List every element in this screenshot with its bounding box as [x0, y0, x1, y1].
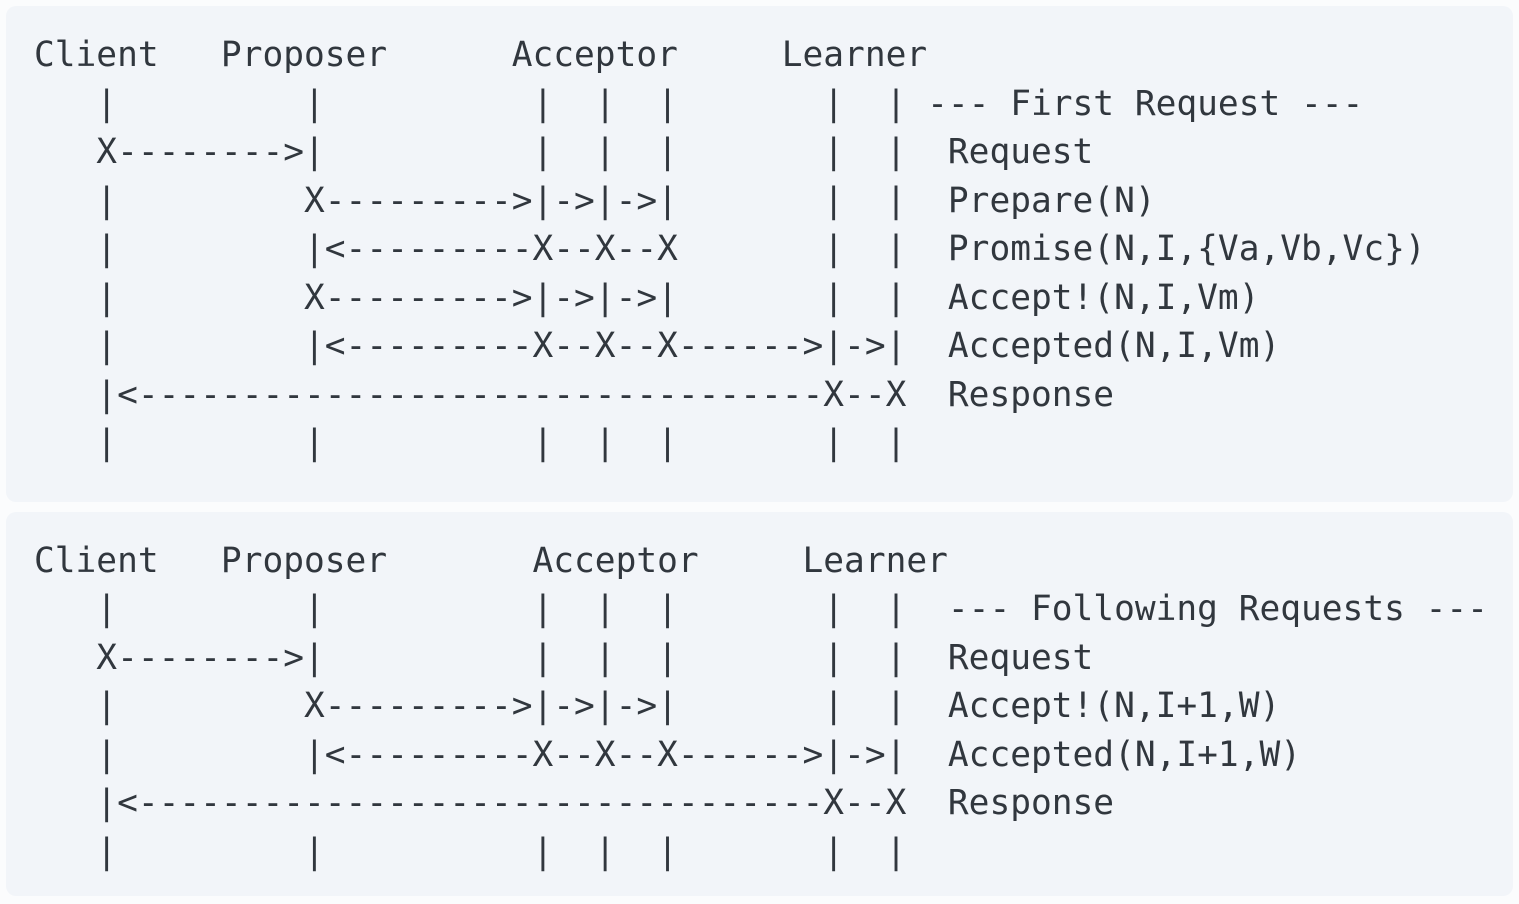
- first-request-diagram: Client Proposer Acceptor Learner | | | |…: [6, 6, 1513, 502]
- following-requests-diagram: Client Proposer Acceptor Learner | | | |…: [6, 511, 1513, 896]
